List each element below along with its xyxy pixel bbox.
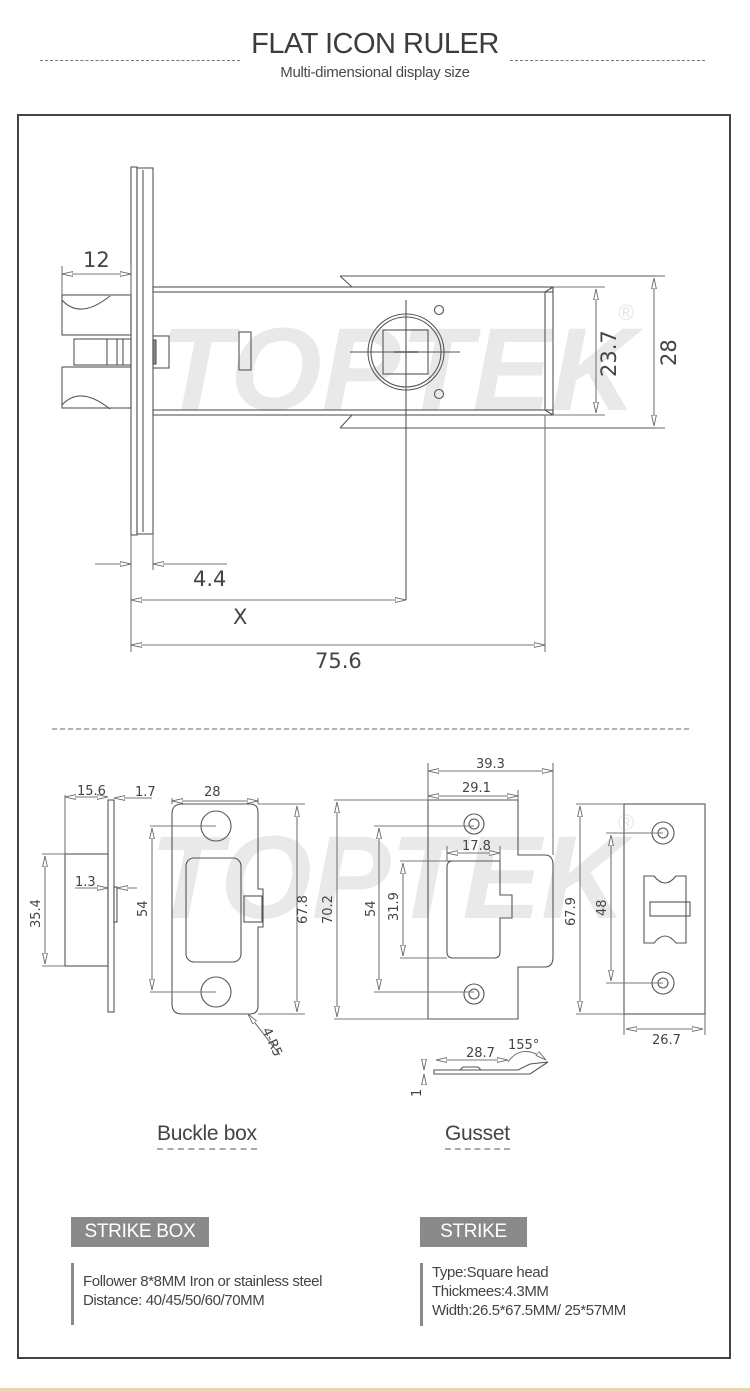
spec-line: Width:26.5*67.5MM/ 25*57MM (432, 1302, 626, 1319)
dim-gusset-overall-width: 39.3 (476, 757, 505, 772)
strike-badge: STRIKE (420, 1217, 527, 1247)
dim-buckle-hole-spacing: 54 (136, 900, 151, 917)
dim-faceplate-thickness: 4.4 (193, 567, 226, 591)
dim-buckle-width: 28 (204, 785, 221, 800)
spec-line: Distance: 40/45/50/60/70MM (83, 1292, 265, 1309)
dim-plate-thickness: 1.7 (135, 785, 156, 800)
dim-strike-height: 67.9 (564, 897, 579, 926)
dim-bend-length: 28.7 (466, 1046, 495, 1061)
gusset-caption: Gusset (445, 1122, 510, 1150)
watermark-top: TOPTEK ® (160, 300, 644, 436)
buckle-box-side-view (42, 795, 152, 1013)
spec-line: Type:Square head (432, 1264, 549, 1281)
dim-strike-width: 26.7 (652, 1033, 681, 1048)
dim-faceplate-protrusion: 12 (83, 248, 110, 272)
dim-offset: 1.3 (75, 875, 96, 890)
dim-box-height: 35.4 (29, 899, 44, 928)
watermark-bottom: TOPTEK ® (150, 810, 634, 944)
spec-line: Thickmees:4.3MM (432, 1283, 549, 1300)
dim-backset: X (233, 605, 247, 629)
watermark-text: TOPTEK (150, 812, 634, 944)
strike-front-view (576, 803, 706, 1035)
registered-icon: ® (618, 810, 634, 835)
spec-line: Follower 8*8MM Iron or stainless steel (83, 1273, 323, 1290)
bottom-accent-bar (0, 1388, 750, 1392)
buckle-box-front-view (150, 798, 305, 1056)
dim-total-length: 75.6 (315, 649, 362, 673)
dim-gusset-thickness: 1 (410, 1089, 425, 1097)
page-header: FLAT ICON RULER Multi-dimensional displa… (0, 0, 750, 110)
dim-gusset-hole-spacing: 54 (364, 900, 379, 917)
gusset-front-view (334, 763, 554, 1082)
dim-outer-height: 28 (657, 339, 681, 366)
dim-corner-radius: 4-R5 (258, 1025, 284, 1059)
dimension-labels: 12 23.7 28 4.4 X 75.6 15.6 1.7 35.4 1.3 … (29, 248, 681, 1097)
registered-icon: ® (618, 300, 634, 325)
drawing-frame (17, 114, 731, 1359)
page-subtitle: Multi-dimensional display size (280, 64, 470, 81)
strike-specs: Type:Square head Thickmees:4.3MM Width:2… (420, 1263, 626, 1326)
dim-strike-hole-spacing: 48 (595, 899, 610, 916)
dim-gusset-plate-width: 29.1 (462, 781, 491, 796)
dim-bend-angle: 155° (508, 1038, 539, 1053)
header-divider-left (40, 60, 240, 61)
dim-buckle-height: 67.8 (296, 895, 311, 924)
watermark-text: TOPTEK (160, 304, 644, 436)
dim-inner-height: 23.7 (597, 330, 621, 377)
strike-box-badge: STRIKE BOX (71, 1217, 209, 1247)
dim-gusset-opening-width: 17.8 (462, 839, 491, 854)
dim-buckle-depth: 15.6 (77, 784, 106, 799)
dim-gusset-opening-height: 31.9 (387, 892, 402, 921)
strike-box-specs: Follower 8*8MM Iron or stainless steel D… (71, 1263, 322, 1325)
buckle-box-caption: Buckle box (157, 1122, 257, 1150)
page-title: FLAT ICON RULER (251, 28, 499, 60)
dim-gusset-height: 70.2 (321, 895, 336, 924)
header-divider-right (510, 60, 705, 61)
lock-body-drawing (61, 166, 665, 652)
